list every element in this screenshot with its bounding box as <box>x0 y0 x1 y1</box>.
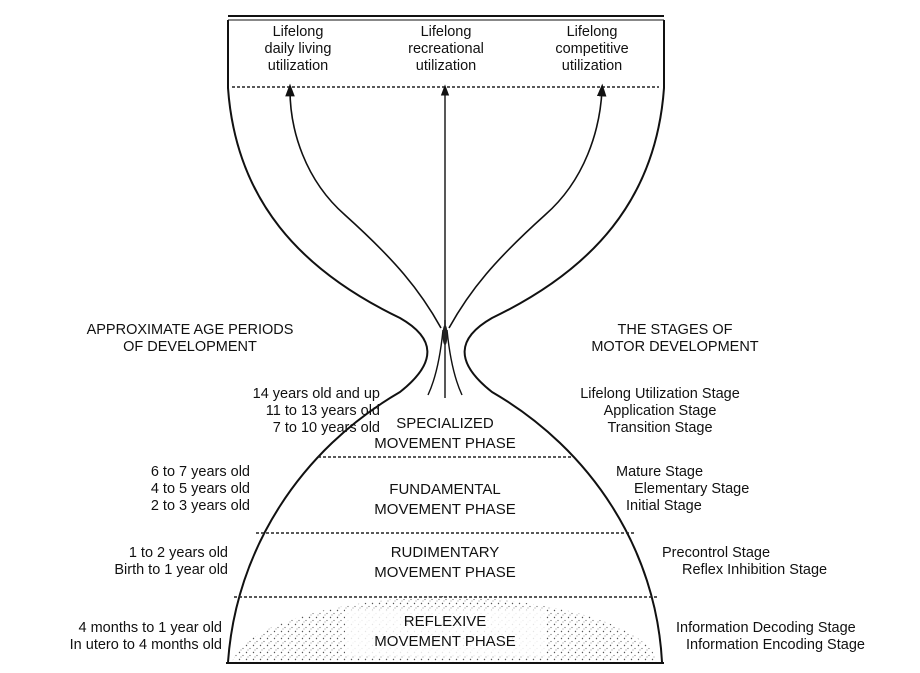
stages-reflexive: Information Decoding Stage Information E… <box>676 620 916 654</box>
phase-rudimentary: RUDIMENTARY MOVEMENT PHASE <box>345 543 545 583</box>
label-line: Lifelong <box>566 24 618 40</box>
neck-root-strands <box>427 320 463 398</box>
phase-fundamental: FUNDAMENTAL MOVEMENT PHASE <box>345 480 545 520</box>
arrow-daily-living <box>285 83 442 329</box>
age-label: In utero to 4 months old <box>69 637 222 653</box>
label-recreational: Lifelong recreational utilization <box>390 24 502 75</box>
ages-rudimentary: 1 to 2 years old Birth to 1 year old <box>20 545 228 579</box>
label-line: utilization <box>267 58 329 74</box>
age-label: 11 to 13 years old <box>265 403 380 419</box>
age-label: 2 to 3 years old <box>150 498 250 514</box>
phase-specialized: SPECIALIZED MOVEMENT PHASE <box>345 414 545 454</box>
heading-line: MOTOR DEVELOPMENT <box>591 339 759 355</box>
stages-fundamental: Mature Stage Elementary Stage Initial St… <box>614 464 794 515</box>
age-label: 4 to 5 years old <box>150 481 250 497</box>
ages-fundamental: 6 to 7 years old 4 to 5 years old 2 to 3… <box>40 464 250 515</box>
label-line: daily living <box>264 41 332 57</box>
label-line: utilization <box>561 58 623 74</box>
age-label: Birth to 1 year old <box>114 562 228 578</box>
ages-reflexive: 4 months to 1 year old In utero to 4 mon… <box>0 620 222 654</box>
heading-line: APPROXIMATE AGE PERIODS <box>86 322 294 338</box>
stage-label: Precontrol Stage <box>662 545 771 561</box>
label-line: Lifelong <box>272 24 324 40</box>
heading-line: OF DEVELOPMENT <box>123 339 257 355</box>
ages-specialized: 14 years old and up 11 to 13 years old 7… <box>140 386 380 437</box>
phase-name-line: REFLEXIVE <box>403 613 487 630</box>
phase-name-line: MOVEMENT PHASE <box>374 501 516 518</box>
hourglass-right-outline <box>463 20 665 663</box>
stage-label: Initial Stage <box>626 498 702 514</box>
label-line: Lifelong <box>420 24 472 40</box>
stages-specialized: Lifelong Utilization Stage Application S… <box>540 386 780 437</box>
phase-name-line: RUDIMENTARY <box>390 544 500 561</box>
arrow-competitive <box>448 83 607 329</box>
hourglass-left-outline <box>227 20 429 663</box>
reflexive-label-bg <box>345 610 545 656</box>
age-label: 14 years old and up <box>252 386 380 402</box>
stage-label: Mature Stage <box>616 464 704 480</box>
phase-name-line: MOVEMENT PHASE <box>374 435 516 452</box>
phase-name-line: MOVEMENT PHASE <box>374 564 516 581</box>
age-label: 6 to 7 years old <box>150 464 250 480</box>
left-heading: APPROXIMATE AGE PERIODS OF DEVELOPMENT <box>60 322 320 356</box>
right-heading: THE STAGES OF MOTOR DEVELOPMENT <box>555 322 795 356</box>
label-line: utilization <box>415 58 477 74</box>
stage-label: Transition Stage <box>607 420 713 436</box>
stage-label: Application Stage <box>603 403 717 419</box>
stage-label: Information Decoding Stage <box>676 620 856 636</box>
stages-rudimentary: Precontrol Stage Reflex Inhibition Stage <box>662 545 882 579</box>
age-label: 1 to 2 years old <box>128 545 228 561</box>
age-label: 7 to 10 years old <box>272 420 380 436</box>
label-competitive: Lifelong competitive utilization <box>536 24 648 75</box>
phase-name-line: SPECIALIZED <box>396 415 494 432</box>
neck-knot <box>442 325 448 345</box>
stage-label: Elementary Stage <box>634 481 750 497</box>
label-daily-living: Lifelong daily living utilization <box>248 24 348 75</box>
label-line: competitive <box>555 41 629 57</box>
phase-reflexive: REFLEXIVE MOVEMENT PHASE <box>345 612 545 652</box>
stage-label: Reflex Inhibition Stage <box>682 562 828 578</box>
age-label: 4 months to 1 year old <box>78 620 222 636</box>
label-line: recreational <box>408 41 484 57</box>
heading-line: THE STAGES OF <box>617 322 733 338</box>
phase-name-line: FUNDAMENTAL <box>389 481 501 498</box>
phase-name-line: MOVEMENT PHASE <box>374 633 516 650</box>
stage-label: Lifelong Utilization Stage <box>580 386 740 402</box>
stage-label: Information Encoding Stage <box>686 637 865 653</box>
